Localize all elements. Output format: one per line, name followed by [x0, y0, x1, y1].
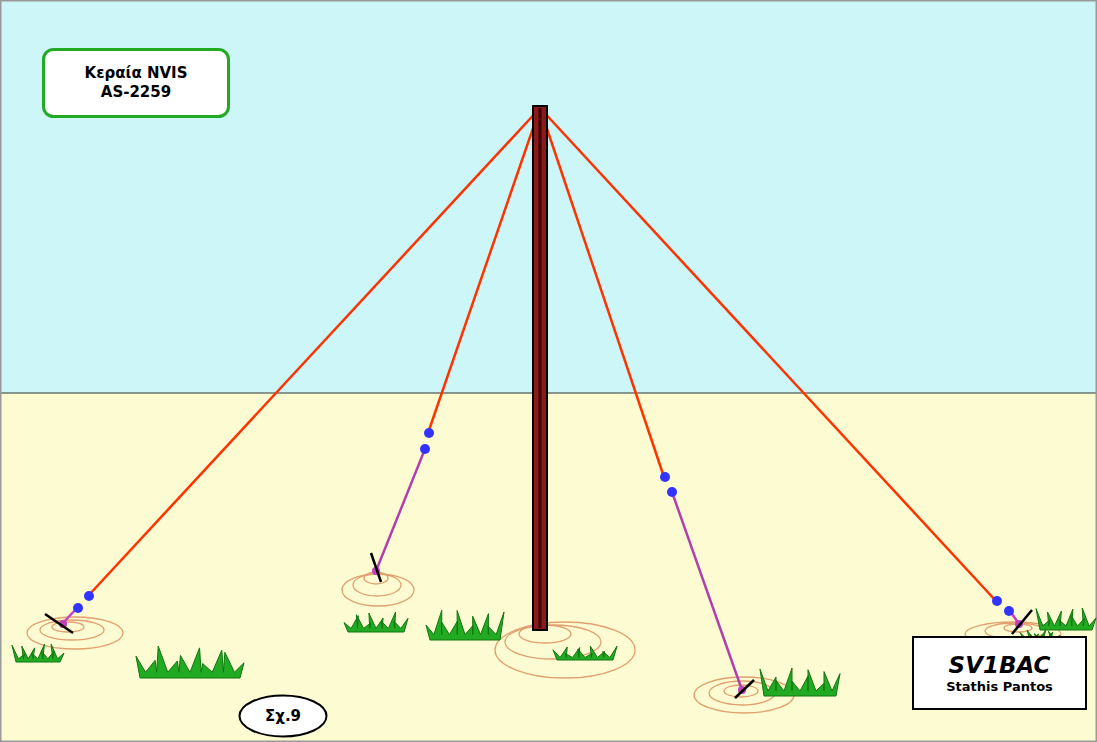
- mast-core: [539, 108, 542, 628]
- antenna-wires: [62, 108, 1019, 690]
- mast: [533, 106, 547, 630]
- callsign: SV1BAC: [949, 651, 1051, 680]
- sky: [0, 0, 1097, 393]
- figure-number-ellipse: Σχ.9: [238, 694, 328, 738]
- horizon: [0, 393, 1097, 394]
- figure-number: Σχ.9: [265, 707, 301, 726]
- author-name: Stathis Pantos: [946, 679, 1053, 695]
- title-text: Κεραία NVIS AS-2259: [71, 64, 201, 102]
- title-box: Κεραία NVIS AS-2259: [42, 48, 230, 118]
- author-box: SV1BACStathis Pantos: [912, 636, 1087, 710]
- ground: [0, 393, 1097, 742]
